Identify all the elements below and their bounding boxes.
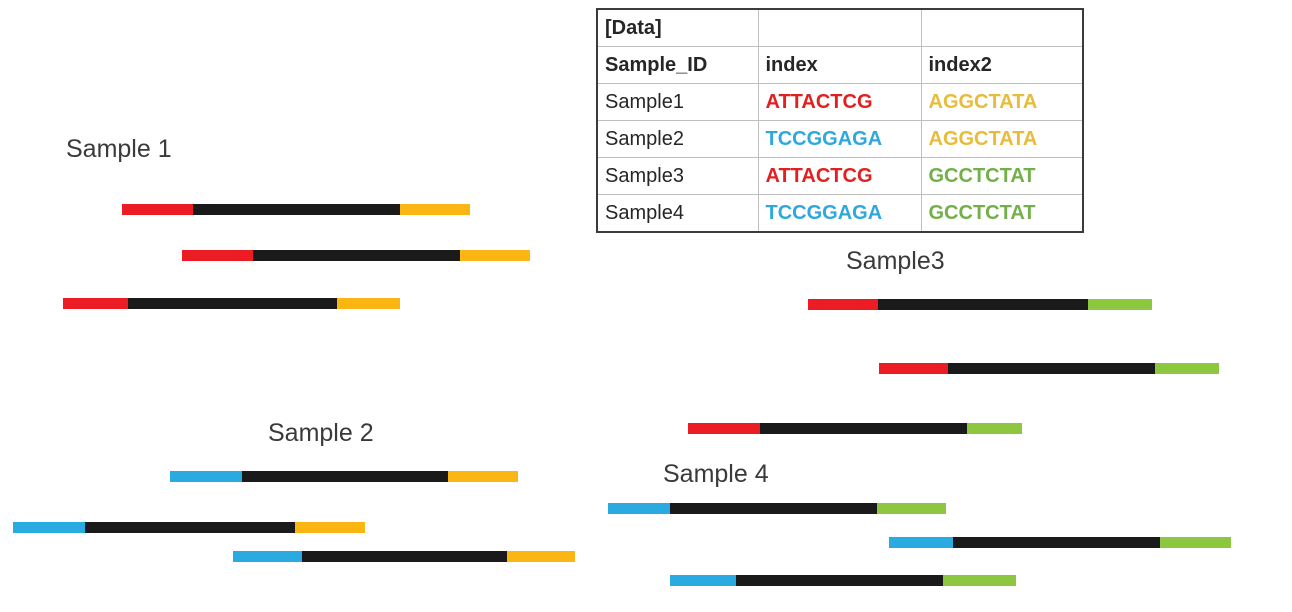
index-adapter-left: [879, 363, 948, 374]
index2-adapter-right: [507, 551, 575, 562]
insert-sequence: [242, 471, 448, 482]
index2-adapter-right: [448, 471, 518, 482]
column-header-sample-id: Sample_ID: [596, 46, 759, 84]
table-row: Sample4 TCCGGAGA GCCTCTAT: [596, 194, 1084, 233]
index2-adapter-right: [1155, 363, 1219, 374]
dna-fragment: [879, 363, 1219, 374]
index-adapter-left: [182, 250, 253, 261]
index2-adapter-right: [295, 522, 365, 533]
index-cell: ATTACTCG: [757, 83, 922, 121]
data-section-cell: [Data]: [596, 8, 759, 47]
column-header-index2: index2: [920, 46, 1084, 84]
column-header-index: index: [757, 46, 922, 84]
insert-sequence: [878, 299, 1088, 310]
sample-label: Sample3: [846, 247, 945, 275]
index2-adapter-right: [400, 204, 470, 215]
index2-adapter-right: [1088, 299, 1152, 310]
index2-adapter-right: [460, 250, 530, 261]
index-adapter-left: [13, 522, 85, 533]
sample-label: Sample 4: [663, 460, 769, 488]
sample-id-cell: Sample3: [596, 157, 759, 195]
table-empty-cell: [920, 8, 1084, 47]
index2-adapter-right: [1160, 537, 1231, 548]
insert-sequence: [193, 204, 400, 215]
dna-fragment: [889, 537, 1231, 548]
sample-label: Sample 1: [66, 135, 172, 163]
index2-cell: GCCTCTAT: [920, 194, 1084, 233]
insert-sequence: [670, 503, 877, 514]
index-cell: ATTACTCG: [757, 157, 922, 195]
table-row: Sample3 ATTACTCG GCCTCTAT: [596, 157, 1084, 195]
insert-sequence: [948, 363, 1155, 374]
index2-adapter-right: [943, 575, 1016, 586]
table-section-row: [Data]: [596, 8, 1084, 47]
index-adapter-left: [608, 503, 670, 514]
dna-fragment: [182, 250, 530, 261]
index2-cell: GCCTCTAT: [920, 157, 1084, 195]
index2-cell: AGGCTATA: [920, 83, 1084, 121]
table-row: Sample2 TCCGGAGA AGGCTATA: [596, 120, 1084, 158]
index-adapter-left: [233, 551, 302, 562]
dna-fragment: [608, 503, 946, 514]
table-row: Sample1 ATTACTCG AGGCTATA: [596, 83, 1084, 121]
index-adapter-left: [63, 298, 128, 309]
insert-sequence: [85, 522, 295, 533]
index2-adapter-right: [877, 503, 946, 514]
dna-fragment: [170, 471, 518, 482]
dna-fragment: [688, 423, 1022, 434]
dna-fragment: [808, 299, 1152, 310]
index2-adapter-right: [337, 298, 400, 309]
insert-sequence: [760, 423, 967, 434]
index-cell: TCCGGAGA: [757, 194, 922, 233]
dna-fragment: [122, 204, 470, 215]
index-cell: TCCGGAGA: [757, 120, 922, 158]
index-adapter-left: [889, 537, 953, 548]
sample-id-cell: Sample1: [596, 83, 759, 121]
insert-sequence: [128, 298, 337, 309]
sample-sheet-table: [Data] Sample_ID index index2 Sample1 AT…: [596, 8, 1084, 233]
sample-label: Sample 2: [268, 419, 374, 447]
index2-adapter-right: [967, 423, 1022, 434]
insert-sequence: [253, 250, 460, 261]
sample-id-cell: Sample4: [596, 194, 759, 233]
index-adapter-left: [122, 204, 193, 215]
index-adapter-left: [170, 471, 242, 482]
dna-fragment: [670, 575, 1016, 586]
index2-cell: AGGCTATA: [920, 120, 1084, 158]
table-empty-cell: [757, 8, 922, 47]
dna-fragment: [233, 551, 575, 562]
index-adapter-left: [808, 299, 878, 310]
dna-fragment: [63, 298, 400, 309]
insert-sequence: [736, 575, 943, 586]
insert-sequence: [302, 551, 507, 562]
dna-fragment: [13, 522, 365, 533]
sample-id-cell: Sample2: [596, 120, 759, 158]
table-header-row: Sample_ID index index2: [596, 46, 1084, 84]
insert-sequence: [953, 537, 1160, 548]
index-adapter-left: [688, 423, 760, 434]
index-adapter-left: [670, 575, 736, 586]
